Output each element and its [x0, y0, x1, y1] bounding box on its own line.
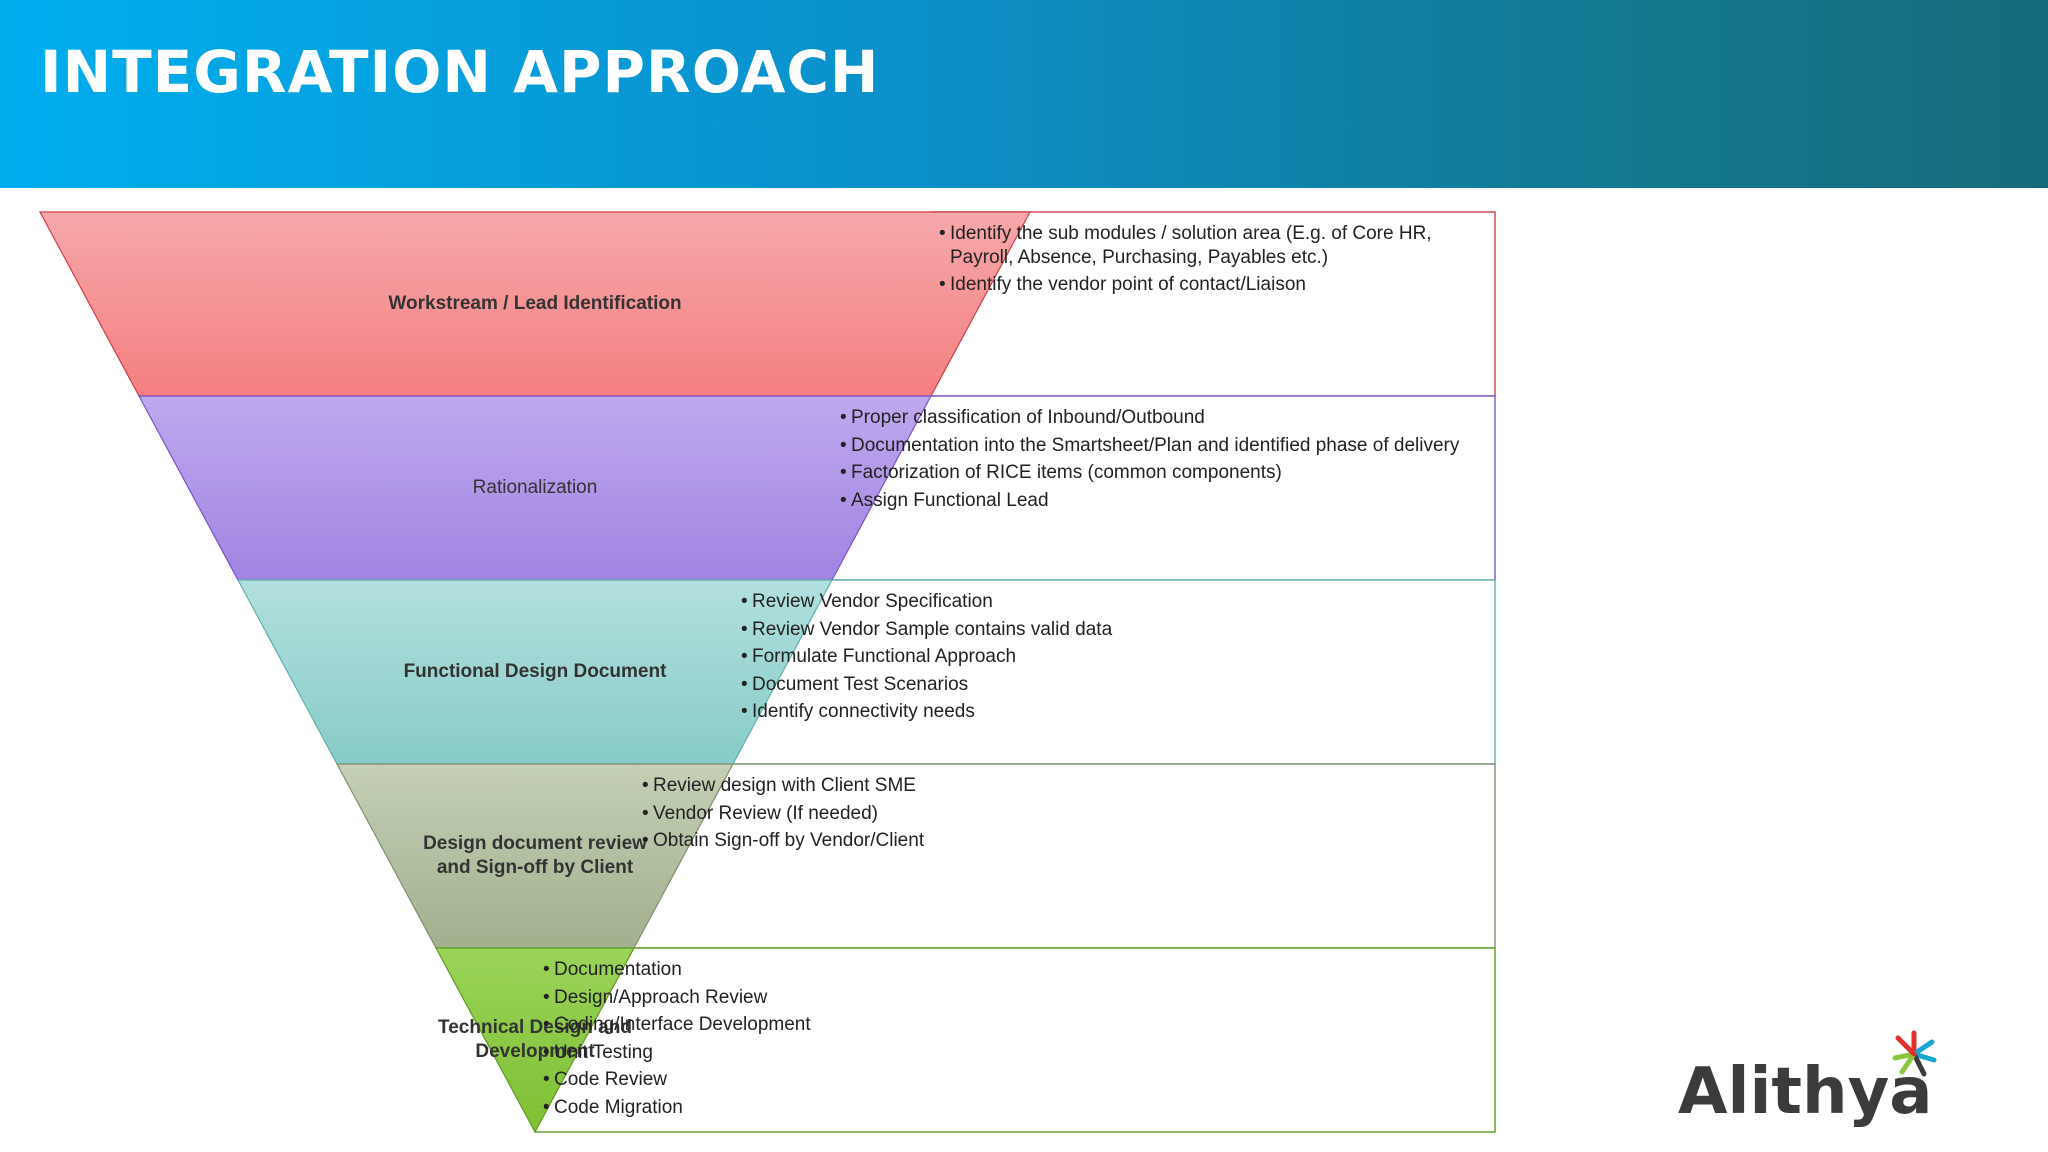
bullet-item: Document Test Scenarios: [741, 673, 1487, 697]
bullet-item: Code Migration: [543, 1096, 1487, 1120]
logo-wordmark: Alithya: [1678, 1055, 1933, 1129]
stage-label-2: Rationalization: [472, 477, 598, 498]
bullet-item: Review Vendor Sample contains valid data: [741, 618, 1487, 642]
page-title: INTEGRATION APPROACH: [40, 38, 880, 106]
bullet-item: Design/Approach Review: [543, 986, 1487, 1010]
header-banner: INTEGRATION APPROACH: [0, 0, 2048, 188]
bullet-item: Documentation into the Smartsheet/Plan a…: [840, 434, 1487, 458]
stage-bullets-2: Proper classification of Inbound/Outboun…: [840, 406, 1487, 516]
bullet-item: Factorization of RICE items (common comp…: [840, 461, 1487, 485]
stage-label-1: Workstream / Lead Identification: [388, 293, 682, 314]
bullet-item: Identify the vendor point of contact/Lia…: [939, 273, 1487, 297]
stage-bullets-5: DocumentationDesign/Approach ReviewCodin…: [543, 958, 1487, 1123]
alithya-burst-icon: [1892, 1030, 1937, 1077]
bullet-item: Formulate Functional Approach: [741, 645, 1487, 669]
bullet-item: Review Vendor Specification: [741, 590, 1487, 614]
stage-bullets-1: Identify the sub modules / solution area…: [939, 222, 1487, 301]
stage-bullets-3: Review Vendor SpecificationReview Vendor…: [741, 590, 1487, 728]
alithya-logo: Alithya: [1678, 1030, 1948, 1130]
bullet-item: Review design with Client SME: [642, 774, 1487, 798]
bullet-item: Obtain Sign-off by Vendor/Client: [642, 829, 1487, 853]
bullet-item: Identify the sub modules / solution area…: [939, 222, 1487, 269]
stage-label-4: Design document review and Sign-off by C…: [423, 833, 647, 878]
bullet-item: Proper classification of Inbound/Outboun…: [840, 406, 1487, 430]
bullet-item: Vendor Review (If needed): [642, 802, 1487, 826]
bullet-item: Identify connectivity needs: [741, 700, 1487, 724]
stage-bullets-4: Review design with Client SME Vendor Revi…: [642, 774, 1487, 857]
stage-label-3: Functional Design Document: [403, 661, 667, 682]
bullet-item: Unit Testing: [543, 1041, 1487, 1065]
bullet-item: Code Review: [543, 1068, 1487, 1092]
bullet-item: Assign Functional Lead: [840, 489, 1487, 513]
bullet-item: Documentation: [543, 958, 1487, 982]
bullet-item: Coding/Interface Development: [543, 1013, 1487, 1037]
